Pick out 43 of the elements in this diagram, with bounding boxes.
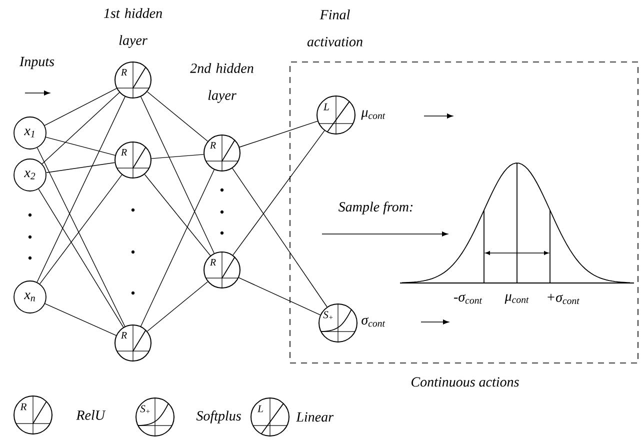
node-label: Continuous actions [412,377,519,387]
neuron: R [114,142,152,178]
connection-line [38,188,124,328]
output-label: μ$_{cont}$ [361,110,386,120]
connection-line [46,136,116,156]
connection-line [46,162,116,173]
connection-line [36,96,126,282]
connection-line [239,120,318,148]
connection-line [232,168,328,308]
connection-line [36,147,126,327]
axis-label: +σ$_{cont}$ [548,294,580,304]
layer-title: 2nd hidden layer [190,63,254,103]
layer-title: Final activation [307,10,362,46]
connection-line [40,174,122,284]
neuron: R [204,252,240,288]
connection-line [140,169,214,327]
input-neuron: x$_{n}$ [14,280,46,314]
layer-title: Inputs [19,56,54,70]
connection-line [146,281,208,332]
neuron: R [204,134,240,172]
legend-text: RelU [76,410,106,420]
legend-text: Linear [296,412,334,422]
connection-line [42,92,120,164]
connection-line [140,96,214,254]
output-label: σ$_{cont}$ [362,317,386,327]
axis-label: μ$_{cont}$ [504,294,529,304]
axis-label: -σ$_{cont}$ [454,294,482,304]
connection-line [151,154,204,159]
input-neuron: x$_{1}$ [14,116,46,150]
layer-title: 1st hidden layer [104,8,162,48]
neuron: R [114,324,152,362]
connection-line [238,277,321,316]
connection-line [146,91,208,142]
neuron: S$_{+}$ [318,303,358,342]
connection-line [44,88,117,126]
legend-text: Softplus [196,410,241,424]
neuron: L [316,96,356,134]
neuron: R [114,62,152,98]
connection-line [144,174,211,256]
sample-label: Sample from: [338,202,413,214]
connection-line [232,130,325,256]
connection-line [44,303,116,336]
input-neuron: x$_{2}$ [14,158,46,192]
